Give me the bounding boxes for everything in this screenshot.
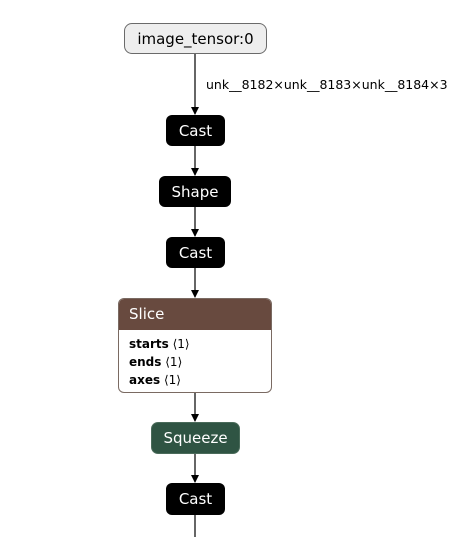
- slice-attr-name: axes: [129, 373, 161, 387]
- node-shape[interactable]: Shape: [159, 176, 231, 207]
- slice-attributes: starts ⟨1⟩ ends ⟨1⟩ axes ⟨1⟩: [119, 330, 271, 389]
- slice-attr-value: ⟨1⟩: [163, 373, 181, 387]
- slice-attr-starts: starts ⟨1⟩: [129, 335, 261, 353]
- node-squeeze[interactable]: Squeeze: [151, 422, 240, 454]
- slice-attr-axes: axes ⟨1⟩: [129, 371, 261, 389]
- node-slice[interactable]: Slice starts ⟨1⟩ ends ⟨1⟩ axes ⟨1⟩: [118, 298, 272, 393]
- slice-attr-name: starts: [129, 337, 169, 351]
- slice-attr-value: ⟨1⟩: [165, 355, 183, 369]
- node-cast-2[interactable]: Cast: [166, 237, 225, 268]
- input-node-image-tensor[interactable]: image_tensor:0: [124, 23, 267, 54]
- slice-attr-value: ⟨1⟩: [172, 337, 190, 351]
- node-cast-1[interactable]: Cast: [166, 115, 225, 146]
- edge-label-tensor-shape: unk__8182×unk__8183×unk__8184×3: [206, 77, 448, 92]
- slice-title: Slice: [119, 299, 271, 330]
- slice-attr-ends: ends ⟨1⟩: [129, 353, 261, 371]
- slice-attr-name: ends: [129, 355, 162, 369]
- node-cast-3[interactable]: Cast: [166, 483, 225, 515]
